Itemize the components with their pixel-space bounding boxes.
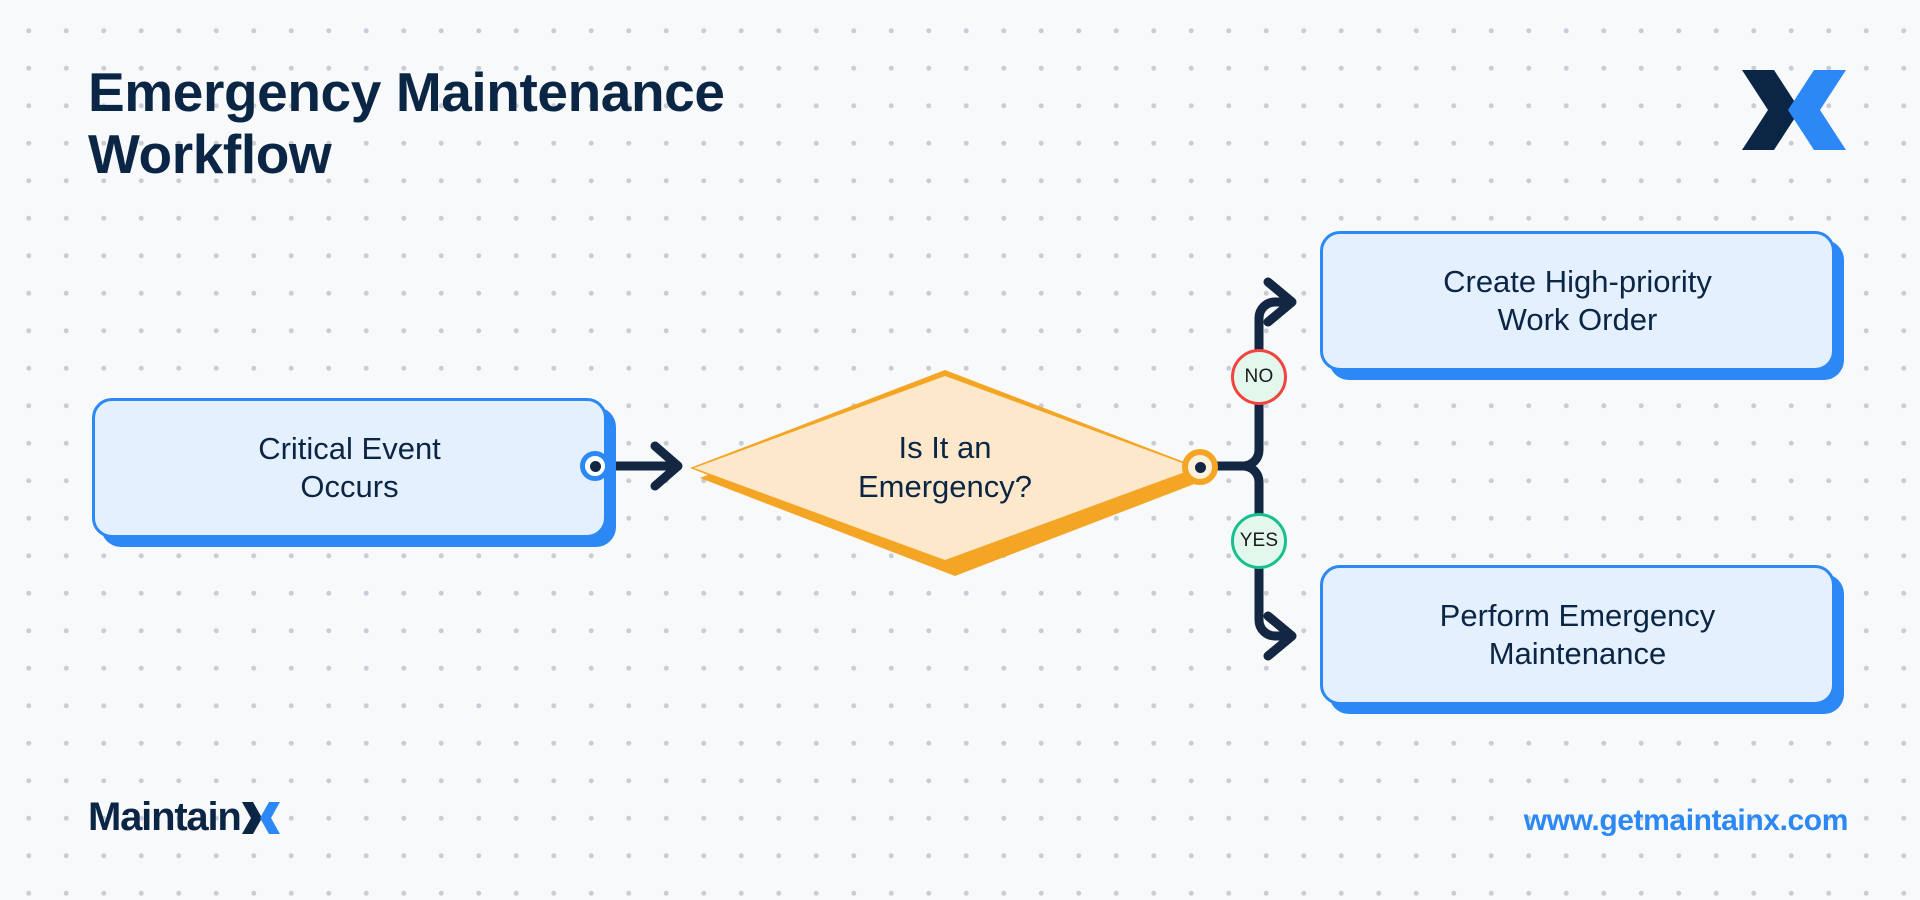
port-dot [1194,461,1206,473]
node-label: Create High-priority Work Order [1443,264,1712,337]
edge-arrowhead-1 [650,441,683,491]
maintainx-x-logo-icon [1740,66,1848,154]
footer-url[interactable]: www.getmaintainx.com [1523,804,1849,837]
node-is-emergency[interactable]: Is It an Emergency? [690,370,1210,576]
port-dot [589,460,601,472]
maintainx-wordmark: Maintain [88,794,280,840]
edge-arrowhead-no [1263,277,1297,327]
page-title: Emergency Maintenance Workflow [88,61,725,185]
node-label: Perform Emergency Maintenance [1439,598,1716,671]
maintainx-x-logo-icon [241,801,280,835]
branch-badge-no[interactable]: NO [1231,349,1287,405]
node-body: Create High-priority Work Order [1320,231,1835,371]
wordmark-text: Maintain [88,795,242,839]
edge-arrowhead-yes [1263,611,1297,661]
node-critical-event[interactable]: Critical Event Occurs [92,398,616,547]
port-decision-out[interactable] [1182,449,1218,485]
node-label: Critical Event Occurs [258,431,441,504]
branch-badge-yes[interactable]: YES [1231,513,1287,569]
node-label: Is It an Emergency? [857,430,1033,504]
node-body: Is It an Emergency? [690,370,1200,566]
node-create-work-order[interactable]: Create High-priority Work Order [1320,231,1844,380]
node-perform-maintenance[interactable]: Perform Emergency Maintenance [1320,565,1844,714]
node-body: Perform Emergency Maintenance [1320,565,1835,705]
node-body: Critical Event Occurs [92,398,607,538]
port-critical-event-out[interactable] [580,451,610,481]
